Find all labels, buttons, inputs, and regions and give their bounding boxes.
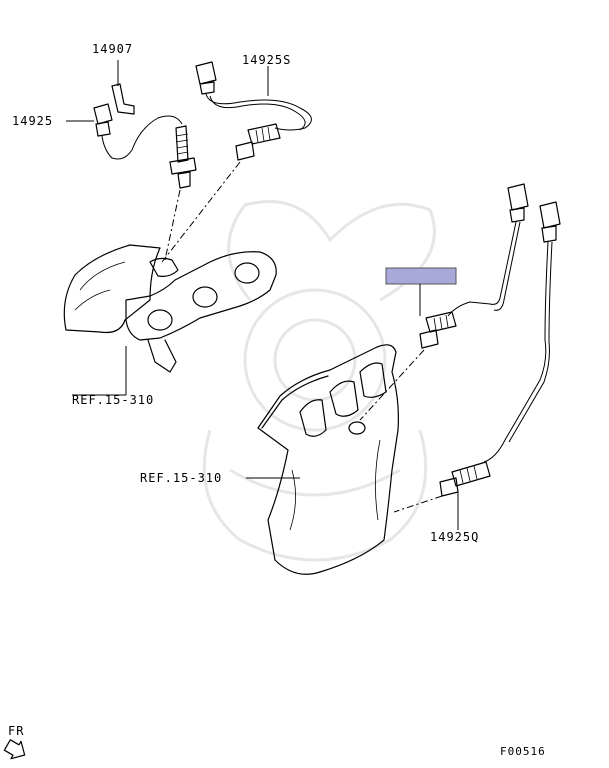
part-label-14925[interactable]: 14925 — [12, 114, 53, 128]
part-label-14925Q[interactable]: 14925Q — [430, 530, 479, 544]
alignment-line — [164, 189, 181, 261]
oxygen-sensor-14925S[interactable] — [195, 61, 312, 161]
figure-code: F00516 — [500, 745, 546, 758]
direction-label: FR — [8, 724, 24, 738]
part-label-14925S[interactable]: 14925S — [242, 53, 291, 67]
front-arrow-icon — [3, 739, 26, 760]
leader-lines — [66, 60, 459, 530]
lower-exhaust-manifold[interactable] — [257, 344, 399, 575]
alignment-line — [393, 495, 443, 513]
upper-exhaust-manifold[interactable] — [63, 244, 277, 373]
oxygen-sensor-14925Q[interactable] — [439, 201, 561, 497]
alignment-line — [161, 161, 241, 263]
watermark-emblem — [202, 200, 436, 562]
bracket-14907[interactable] — [111, 83, 135, 115]
ref-label-upper[interactable]: REF.15-310 — [72, 393, 154, 407]
oxygen-sensor-14925[interactable] — [93, 103, 197, 189]
alignment-line — [359, 349, 425, 421]
ref-label-lower[interactable]: REF.15-310 — [140, 471, 222, 485]
highlight-box[interactable] — [385, 267, 457, 285]
part-label-14907[interactable]: 14907 — [92, 42, 133, 56]
oxygen-sensor-highlighted[interactable] — [419, 183, 529, 349]
